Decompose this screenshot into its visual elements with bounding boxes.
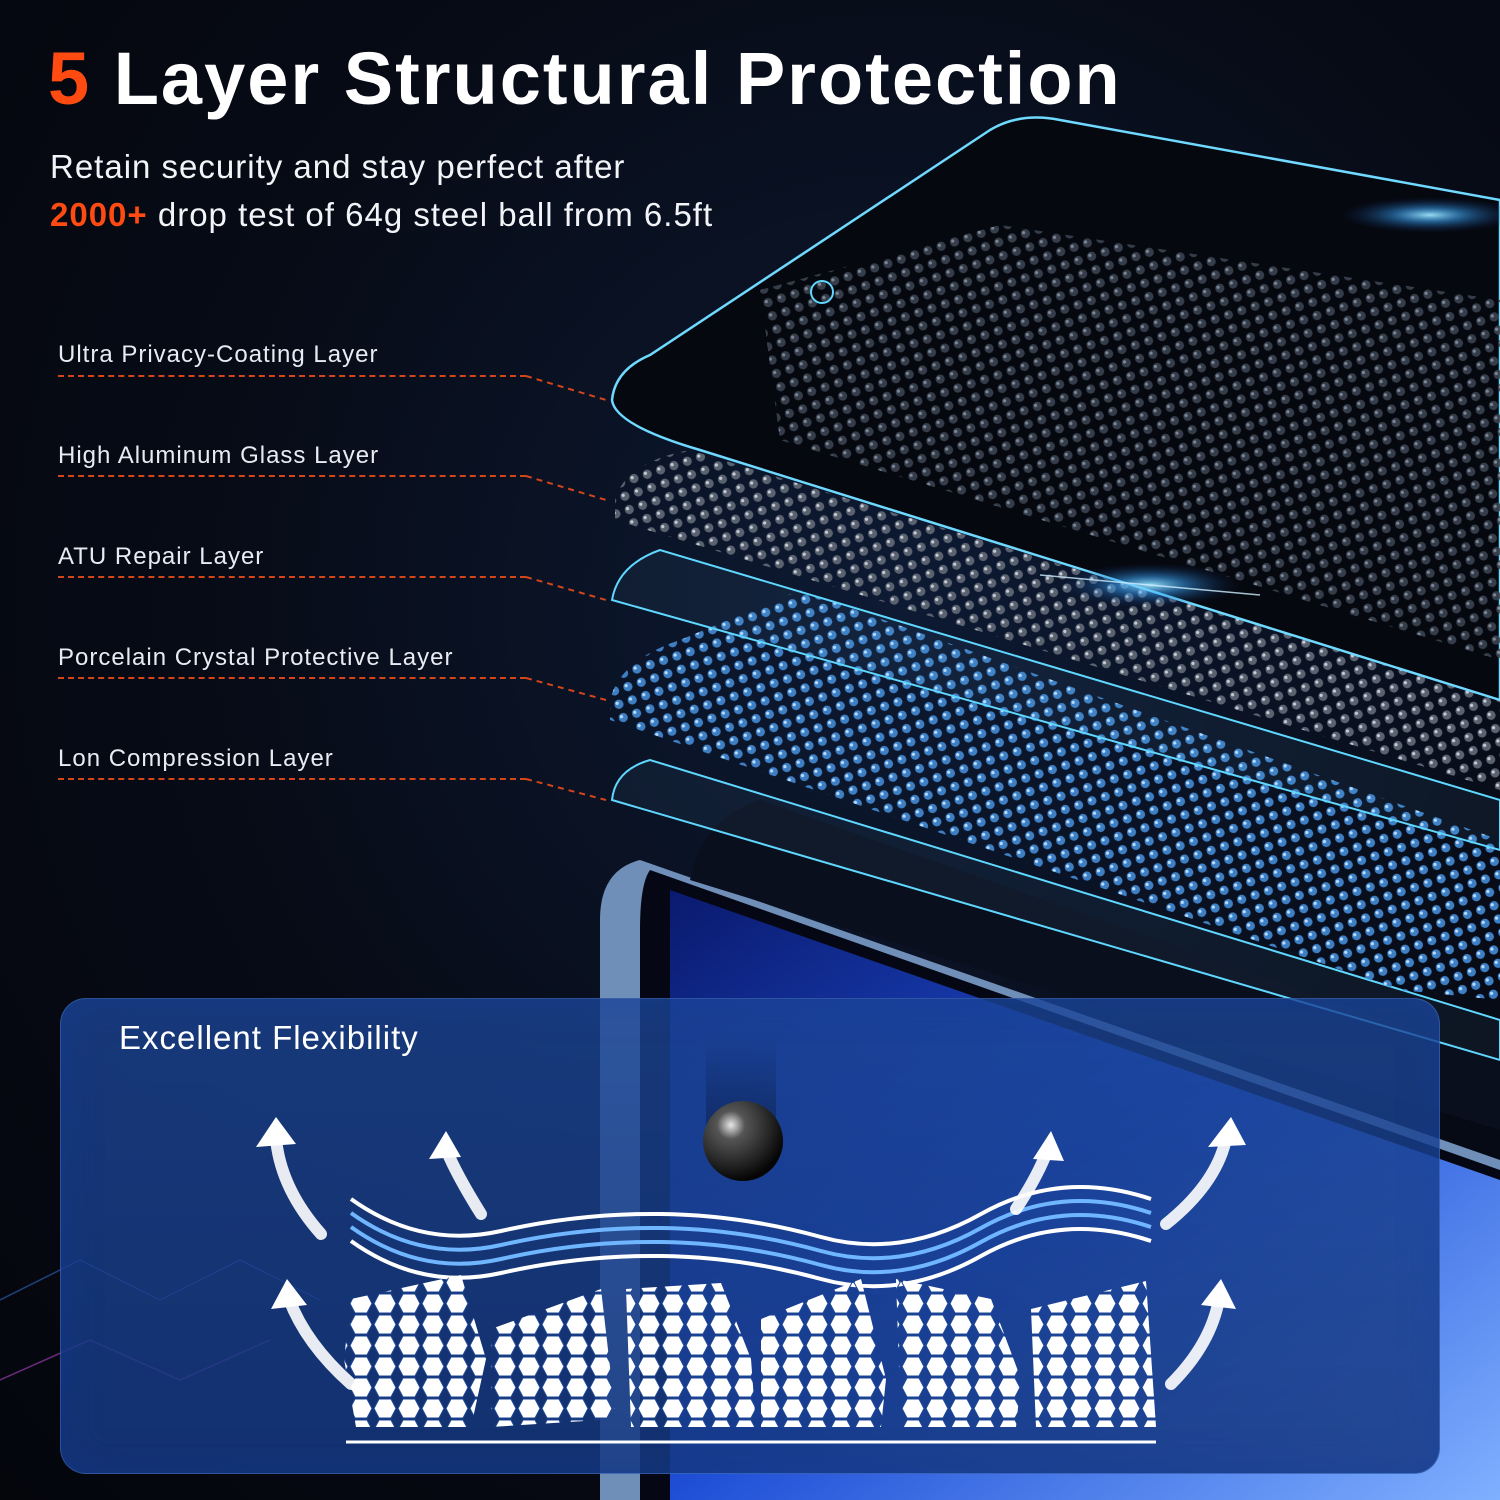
- camera-hole-icon: [810, 280, 834, 304]
- leader-line: [58, 576, 526, 578]
- porcelain-crystal-layer: [610, 590, 1500, 1000]
- leader-line: [58, 778, 526, 780]
- aluminum-glass-layer: [615, 450, 1500, 790]
- subtitle-rest: drop test of 64g steel ball from 6.5ft: [147, 196, 714, 233]
- layer-label-compression: Lon Compression Layer: [58, 745, 334, 772]
- light-flare: [1340, 197, 1500, 233]
- steel-ball-icon: [703, 1101, 783, 1181]
- layer-label-atu: ATU Repair Layer: [58, 543, 265, 570]
- flexibility-panel: Excellent Flexibility: [60, 998, 1440, 1474]
- subtitle-line-2: 2000+ drop test of 64g steel ball from 6…: [50, 196, 713, 234]
- title-text: Layer Structural Protection: [113, 37, 1122, 120]
- wave-lines: [349, 1185, 1152, 1289]
- flexibility-illustration: [256, 1039, 1246, 1444]
- leader-line: [58, 375, 526, 377]
- arrow-up-icon: [1010, 1148, 1052, 1215]
- flexibility-title: Excellent Flexibility: [119, 1019, 419, 1056]
- arrow-up-icon: [270, 1133, 327, 1240]
- title-number: 5: [48, 37, 92, 120]
- page-title: 5 Layer Structural Protection: [48, 42, 1122, 116]
- arrow-up-icon: [440, 1143, 487, 1220]
- leader-line: [58, 677, 526, 679]
- compression-layer: [610, 758, 1500, 1062]
- arrow-up-icon: [1160, 1133, 1232, 1230]
- layer-label-glass: High Aluminum Glass Layer: [58, 442, 380, 469]
- arrow-up-icon: [283, 1293, 357, 1390]
- layer-label-privacy: Ultra Privacy-Coating Layer: [58, 341, 379, 368]
- drop-count-highlight: 2000+: [50, 196, 148, 233]
- leader-line: [58, 475, 526, 477]
- honeycomb-blocks: [344, 1275, 1156, 1427]
- arrow-up-icon: [1165, 1293, 1225, 1390]
- atu-repair-layer: [610, 548, 1500, 852]
- subtitle-line-1: Retain security and stay perfect after: [50, 148, 626, 185]
- layer-label-porcelain: Porcelain Crystal Protective Layer: [58, 644, 454, 671]
